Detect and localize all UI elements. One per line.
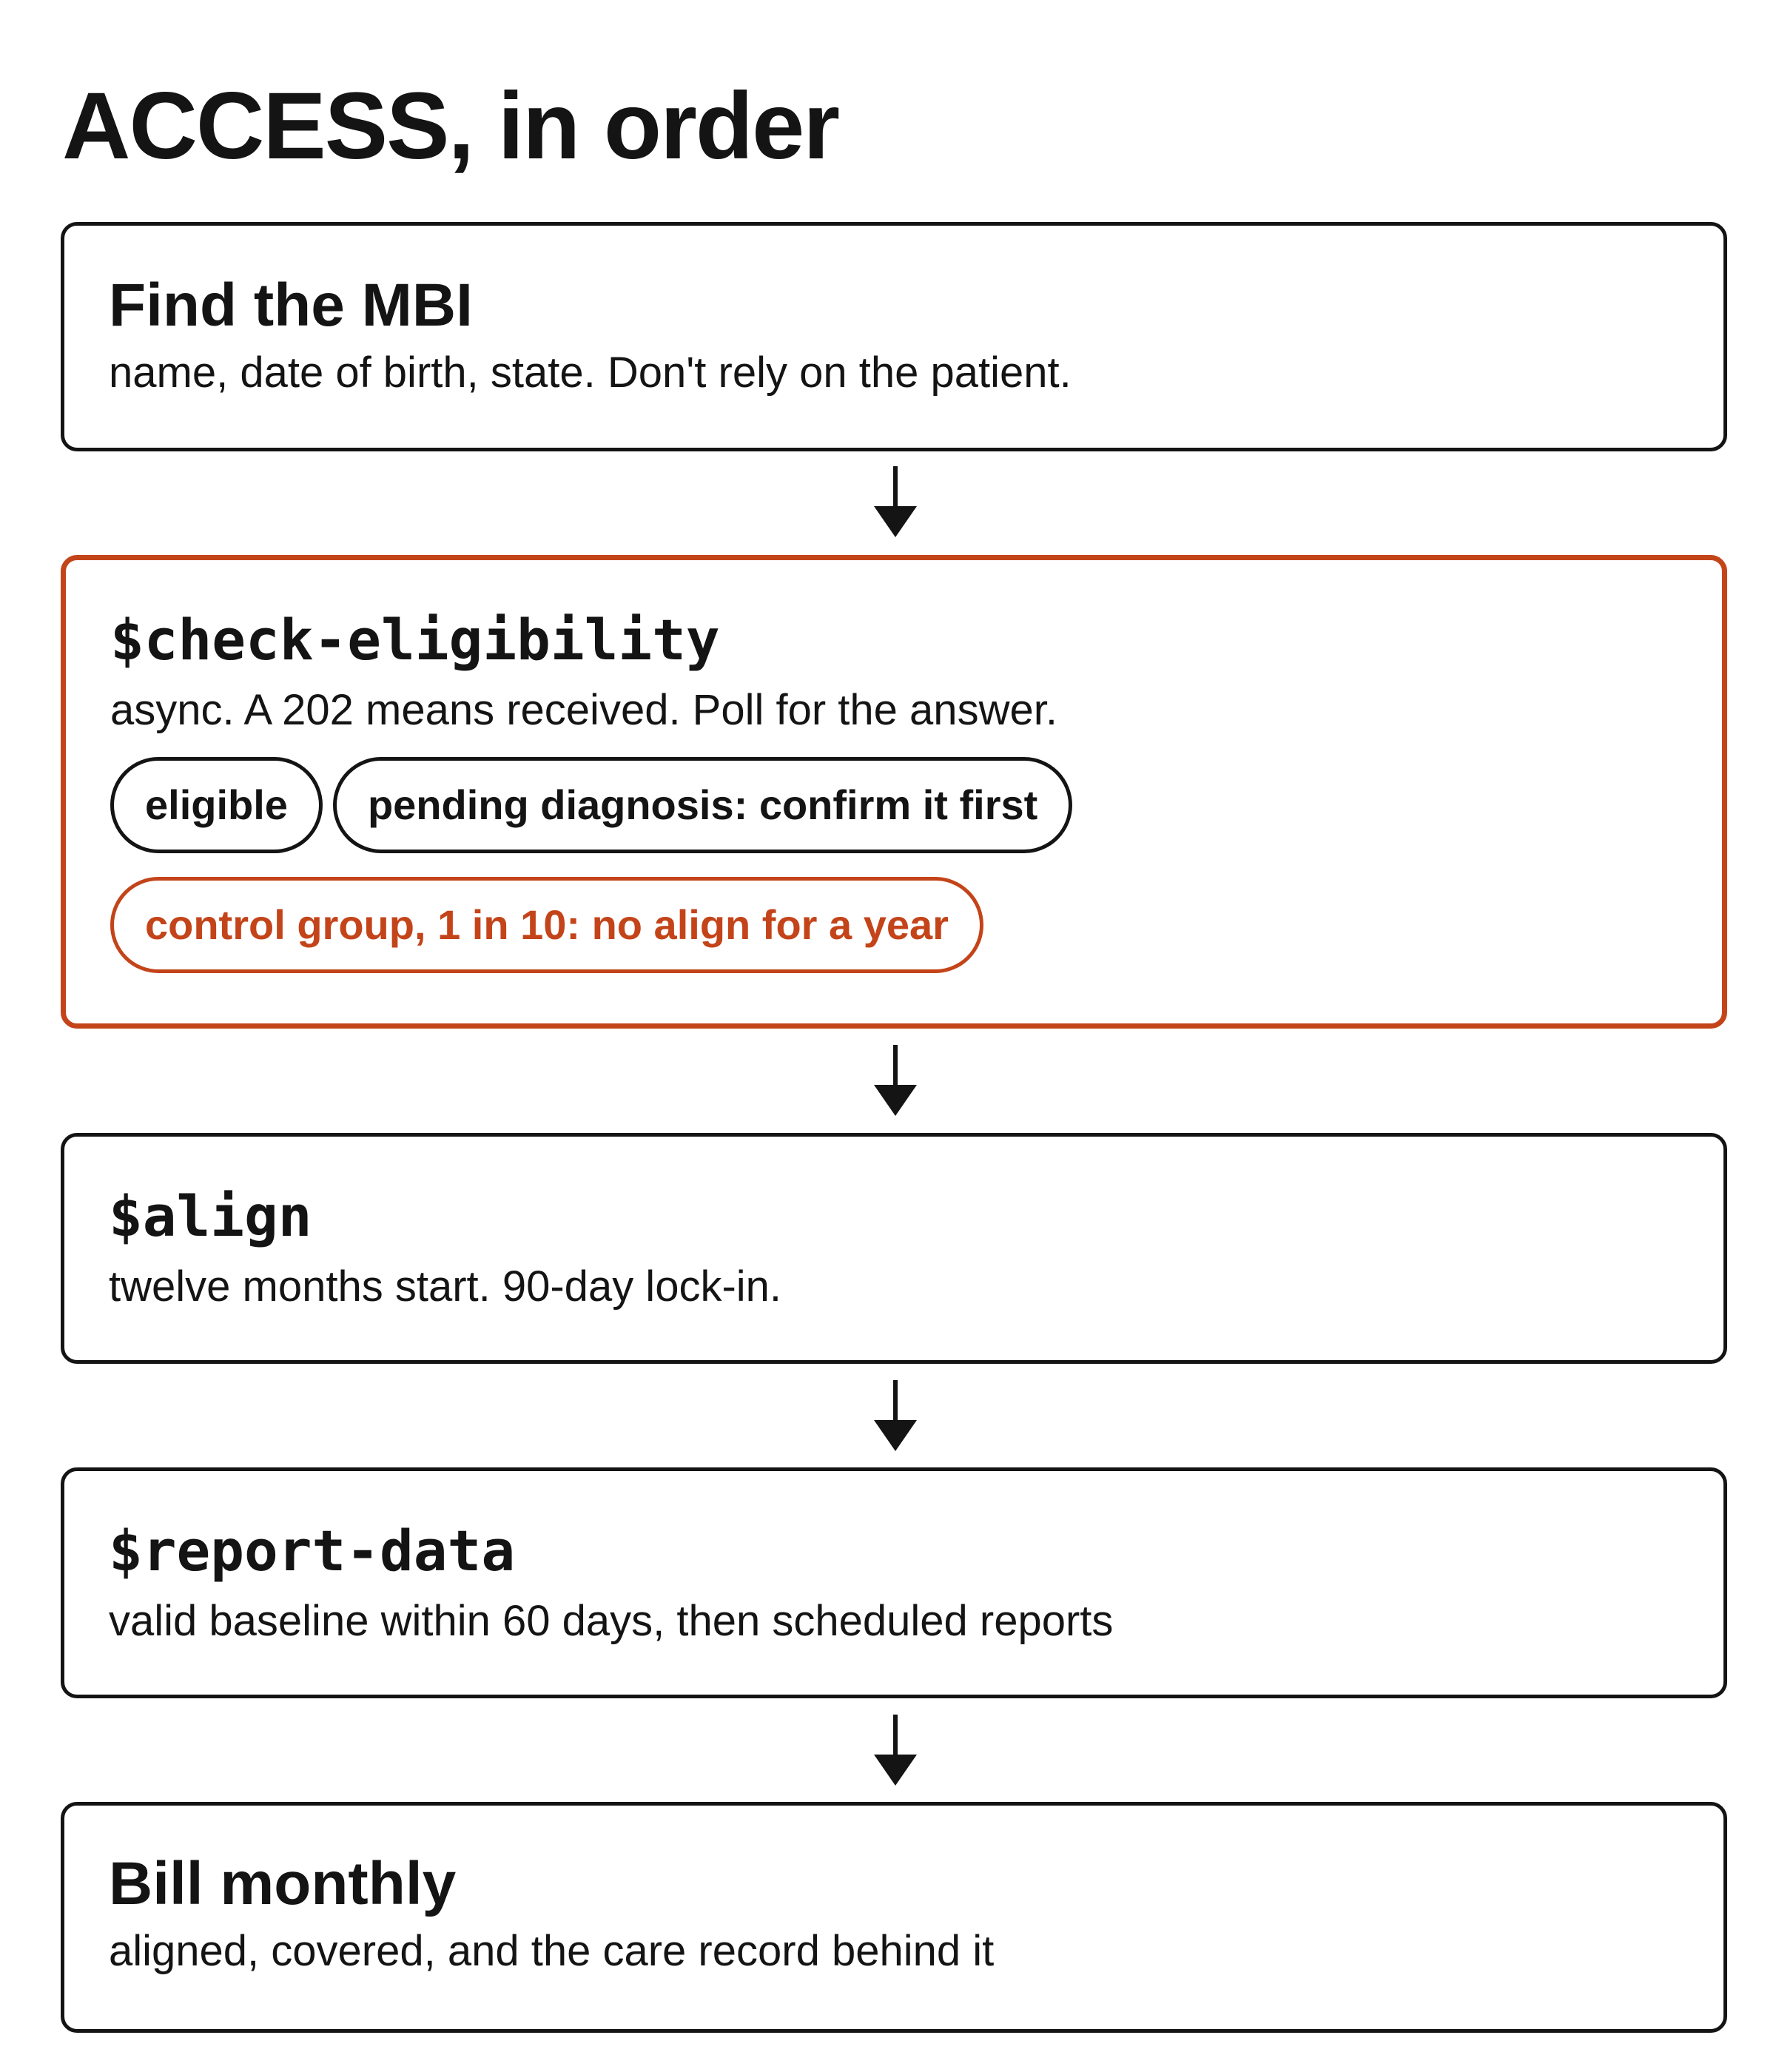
step-bill-monthly: Bill monthly aligned, covered, and the c… [61, 1802, 1727, 2033]
step-description: name, date of birth, state. Don't rely o… [109, 349, 1072, 397]
outcome-chip-row: control group, 1 in 10: no align for a y… [110, 877, 1678, 973]
outcome-chip-eligible: eligible [110, 757, 323, 853]
step-align: $align twelve months start. 90-day lock-… [61, 1133, 1727, 1364]
arrow-down-icon [874, 1045, 917, 1116]
step-description: async. A 202 means received. Poll for th… [110, 686, 1057, 734]
step-description: valid baseline within 60 days, then sche… [109, 1597, 1114, 1645]
arrow-down-icon [874, 1380, 917, 1451]
step-heading: Find the MBI [109, 272, 473, 339]
outcome-chip-pending-diagnosis: pending diagnosis: confirm it first [332, 757, 1073, 853]
page-title: ACCESS, in order [62, 73, 840, 179]
arrow-down-icon [874, 466, 917, 537]
step-description: twelve months start. 90-day lock-in. [109, 1262, 782, 1311]
outcome-chip-row: eligible pending diagnosis: confirm it f… [110, 757, 1678, 853]
step-heading: $report-data [109, 1518, 516, 1584]
outcome-chip-control-group: control group, 1 in 10: no align for a y… [110, 877, 983, 973]
step-description: aligned, covered, and the care record be… [109, 1927, 995, 1975]
step-heading: Bill monthly [109, 1850, 457, 1917]
step-heading: $align [109, 1183, 312, 1249]
step-heading: $check-eligibility [110, 607, 720, 673]
step-check-eligibility: $check-eligibility async. A 202 means re… [61, 555, 1727, 1029]
step-find-mbi: Find the MBI name, date of birth, state.… [61, 222, 1727, 451]
step-report-data: $report-data valid baseline within 60 da… [61, 1467, 1727, 1698]
arrow-down-icon [874, 1715, 917, 1786]
